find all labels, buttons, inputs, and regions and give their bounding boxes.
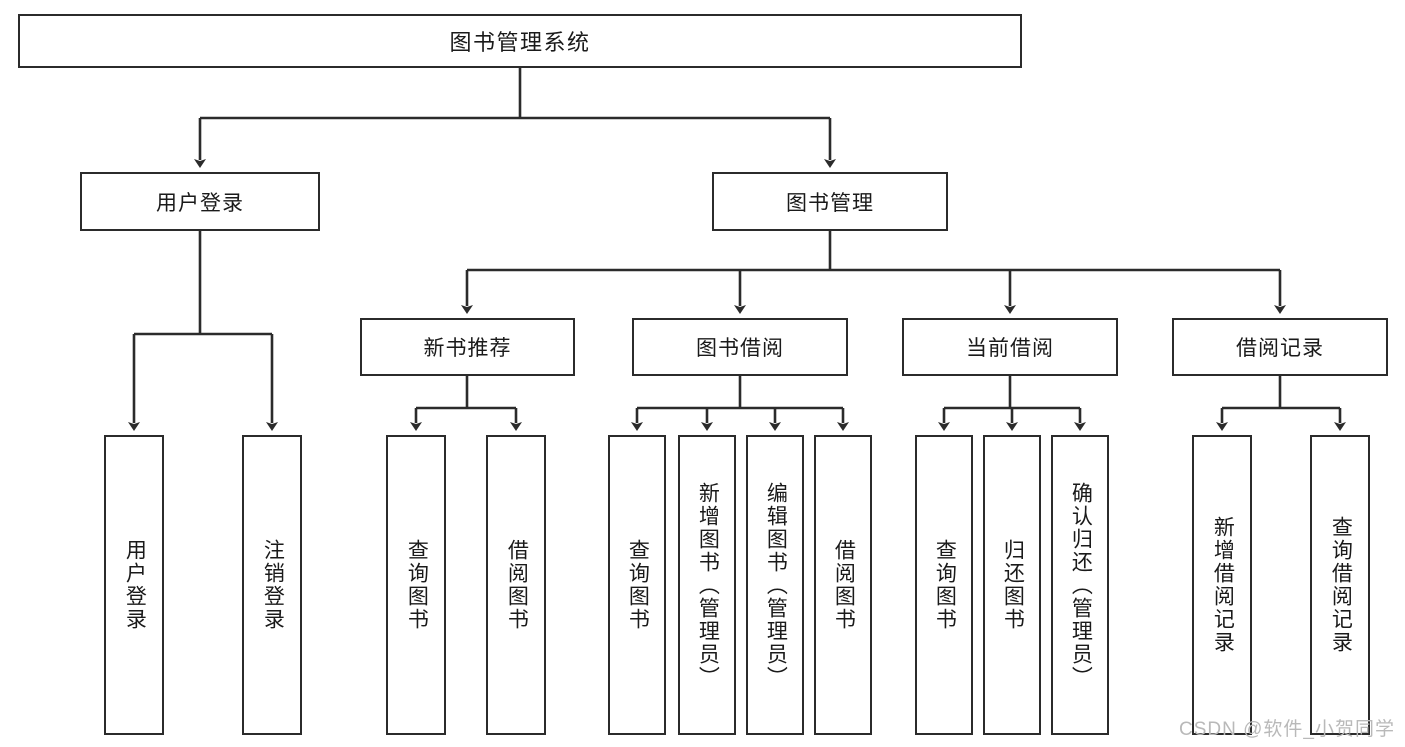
node-root[interactable]: 图书管理系统 <box>18 14 1022 68</box>
node-leaf-user-logout-label: 注销登录 <box>261 539 285 631</box>
node-new-book-recommend-label: 新书推荐 <box>423 337 512 360</box>
node-leaf-query-book-3[interactable]: 查询图书 <box>915 435 973 735</box>
node-user-login[interactable]: 用户登录 <box>80 172 320 231</box>
node-leaf-query-book-1[interactable]: 查询图书 <box>386 435 446 735</box>
node-book-borrow-label: 图书借阅 <box>696 337 784 360</box>
node-leaf-edit-book[interactable]: 编辑图书（管理员） <box>746 435 804 735</box>
node-new-book-recommend[interactable]: 新书推荐 <box>360 318 575 376</box>
node-book-manage-label: 图书管理 <box>786 191 874 215</box>
node-leaf-query-book-1-label: 查询图书 <box>405 539 429 631</box>
node-leaf-borrow-book-1-label: 借阅图书 <box>505 539 529 631</box>
node-book-borrow[interactable]: 图书借阅 <box>632 318 848 376</box>
node-leaf-add-book-label: 新增图书（管理员） <box>696 481 720 689</box>
node-book-manage[interactable]: 图书管理 <box>712 172 948 231</box>
node-leaf-borrow-book-1[interactable]: 借阅图书 <box>486 435 546 735</box>
node-borrow-record[interactable]: 借阅记录 <box>1172 318 1388 376</box>
node-leaf-query-book-3-label: 查询图书 <box>933 539 957 631</box>
node-leaf-add-book[interactable]: 新增图书（管理员） <box>678 435 736 735</box>
node-leaf-user-login[interactable]: 用户登录 <box>104 435 164 735</box>
node-leaf-borrow-book-2[interactable]: 借阅图书 <box>814 435 872 735</box>
node-leaf-edit-book-label: 编辑图书（管理员） <box>764 481 788 689</box>
node-borrow-record-label: 借阅记录 <box>1236 337 1324 360</box>
node-leaf-add-record-label: 新增借阅记录 <box>1211 516 1235 654</box>
node-current-borrow[interactable]: 当前借阅 <box>902 318 1118 376</box>
node-leaf-return-book[interactable]: 归还图书 <box>983 435 1041 735</box>
watermark: CSDN @软件_小贺同学 <box>1179 719 1395 740</box>
node-leaf-query-book-2-label: 查询图书 <box>626 539 650 631</box>
node-leaf-add-record[interactable]: 新增借阅记录 <box>1192 435 1252 735</box>
node-leaf-return-book-label: 归还图书 <box>1001 539 1025 631</box>
node-leaf-confirm-return-label: 确认归还（管理员） <box>1069 481 1093 689</box>
node-leaf-user-login-label: 用户登录 <box>123 539 147 631</box>
node-leaf-borrow-book-2-label: 借阅图书 <box>832 539 856 631</box>
node-root-label: 图书管理系统 <box>449 30 591 55</box>
node-current-borrow-label: 当前借阅 <box>966 337 1054 360</box>
node-user-login-label: 用户登录 <box>156 191 244 215</box>
node-leaf-query-record-label: 查询借阅记录 <box>1329 516 1353 654</box>
node-leaf-confirm-return[interactable]: 确认归还（管理员） <box>1051 435 1109 735</box>
node-leaf-user-logout[interactable]: 注销登录 <box>242 435 302 735</box>
node-leaf-query-book-2[interactable]: 查询图书 <box>608 435 666 735</box>
node-leaf-query-record[interactable]: 查询借阅记录 <box>1310 435 1370 735</box>
